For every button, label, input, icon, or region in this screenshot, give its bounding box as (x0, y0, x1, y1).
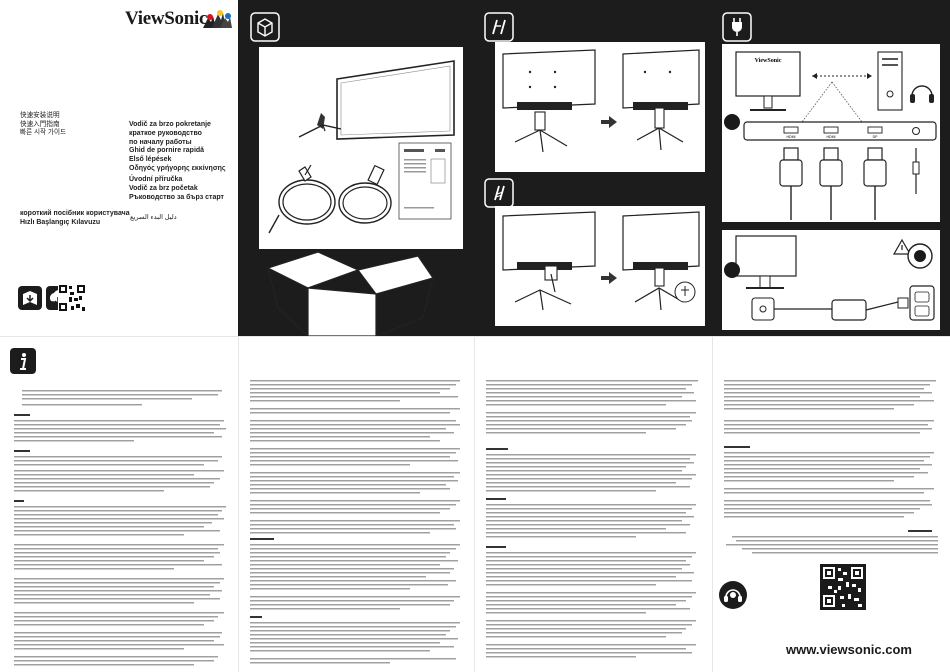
cube-box-icon (250, 12, 280, 42)
title-zh-cn: 快速安装说明 (20, 112, 60, 119)
box-contents-panel (238, 0, 474, 336)
text-column-4: www.viewsonic.com (712, 336, 950, 672)
info-icon (10, 348, 36, 374)
title-uk: короткий посібник користувача (20, 210, 130, 217)
brand-logo: ViewSonic (125, 8, 208, 29)
cover-panel: ViewSonic 快速安装说明 快速入門指南 빠른 시작 가이드 Vodič … (0, 0, 238, 336)
power-connection-illustration (724, 235, 935, 321)
text-block-col2 (250, 380, 460, 664)
titles-right: Vodič za brzo pokretanje краткое руковод… (129, 121, 226, 174)
text-column-1 (0, 336, 238, 672)
video-connection-illustration: ViewSonic HDMI HDMI DP (724, 51, 937, 220)
title-ar: دليل البدء السريع (130, 214, 177, 221)
fold-line-horizontal (0, 336, 950, 337)
qr-code-small-icon (58, 284, 86, 312)
power-connection-card (722, 230, 940, 330)
box-contents-card (259, 47, 463, 249)
title-zh-tw: 快速入門指南 (20, 120, 60, 128)
stand-install-icon (484, 12, 514, 42)
qr-code-icon (820, 564, 866, 610)
title-cs: Úvodní příručka (129, 176, 183, 183)
birds-logo-icon (203, 10, 232, 28)
monitor-brand-label: ViewSonic (755, 58, 782, 64)
screw-install-icon (484, 178, 514, 208)
open-box-illustration (266, 251, 434, 336)
fold-line-2 (474, 336, 475, 672)
text-column-3 (474, 336, 712, 672)
title-sr: Vodič za brz početak (129, 184, 198, 192)
stand-attach-illustration (502, 49, 700, 153)
title-ru-1: краткое руководство (129, 129, 202, 137)
website-url[interactable]: www.viewsonic.com (786, 642, 912, 657)
fold-line-1 (238, 336, 239, 672)
titles-right-2: Úvodní příručka Vodič za brz početak Рък… (129, 176, 224, 202)
stand-step-card (495, 42, 705, 172)
text-block-col1 (14, 390, 226, 666)
title-hr: Vodič za brzo pokretanje (129, 121, 211, 128)
video-connection-card: ViewSonic HDMI HDMI DP (722, 44, 940, 222)
titles-cjk: 快速安装说明 快速入門指南 빠른 시작 가이드 (20, 112, 66, 138)
screw-attach-illustration (502, 211, 700, 311)
title-el: Οδηγός γρήγορης εκκίνησης (129, 164, 226, 172)
port-label-hdmi-2: HDMI (827, 135, 836, 139)
port-label-hdmi-1: HDMI (787, 135, 796, 139)
titles-left-2: короткий посібник користувача Hızlı Başl… (20, 210, 130, 228)
stand-installation-panel (474, 0, 712, 336)
support-headset-icon (719, 581, 747, 609)
port-label-dp: DP (873, 135, 879, 139)
power-plug-icon (722, 12, 752, 42)
title-ko: 빠른 시작 가이드 (20, 129, 67, 137)
text-block-col4 (724, 380, 938, 554)
connection-panel: ViewSonic HDMI HDMI DP (712, 0, 950, 336)
title-ro: Ghid de pornire rapidă (129, 147, 205, 155)
screw-step-card (495, 206, 705, 326)
text-column-2 (238, 336, 474, 672)
title-hu: Első lépések (129, 156, 172, 164)
box-contents-illustration (268, 60, 455, 234)
title-ru-2: по началу работы (129, 138, 192, 146)
text-block-col3 (486, 380, 698, 658)
title-tr: Hızlı Başlangıç Kılavuzu (20, 218, 101, 226)
title-bg: Ръководство за бърз старт (129, 193, 224, 201)
fold-line-3 (712, 336, 713, 672)
